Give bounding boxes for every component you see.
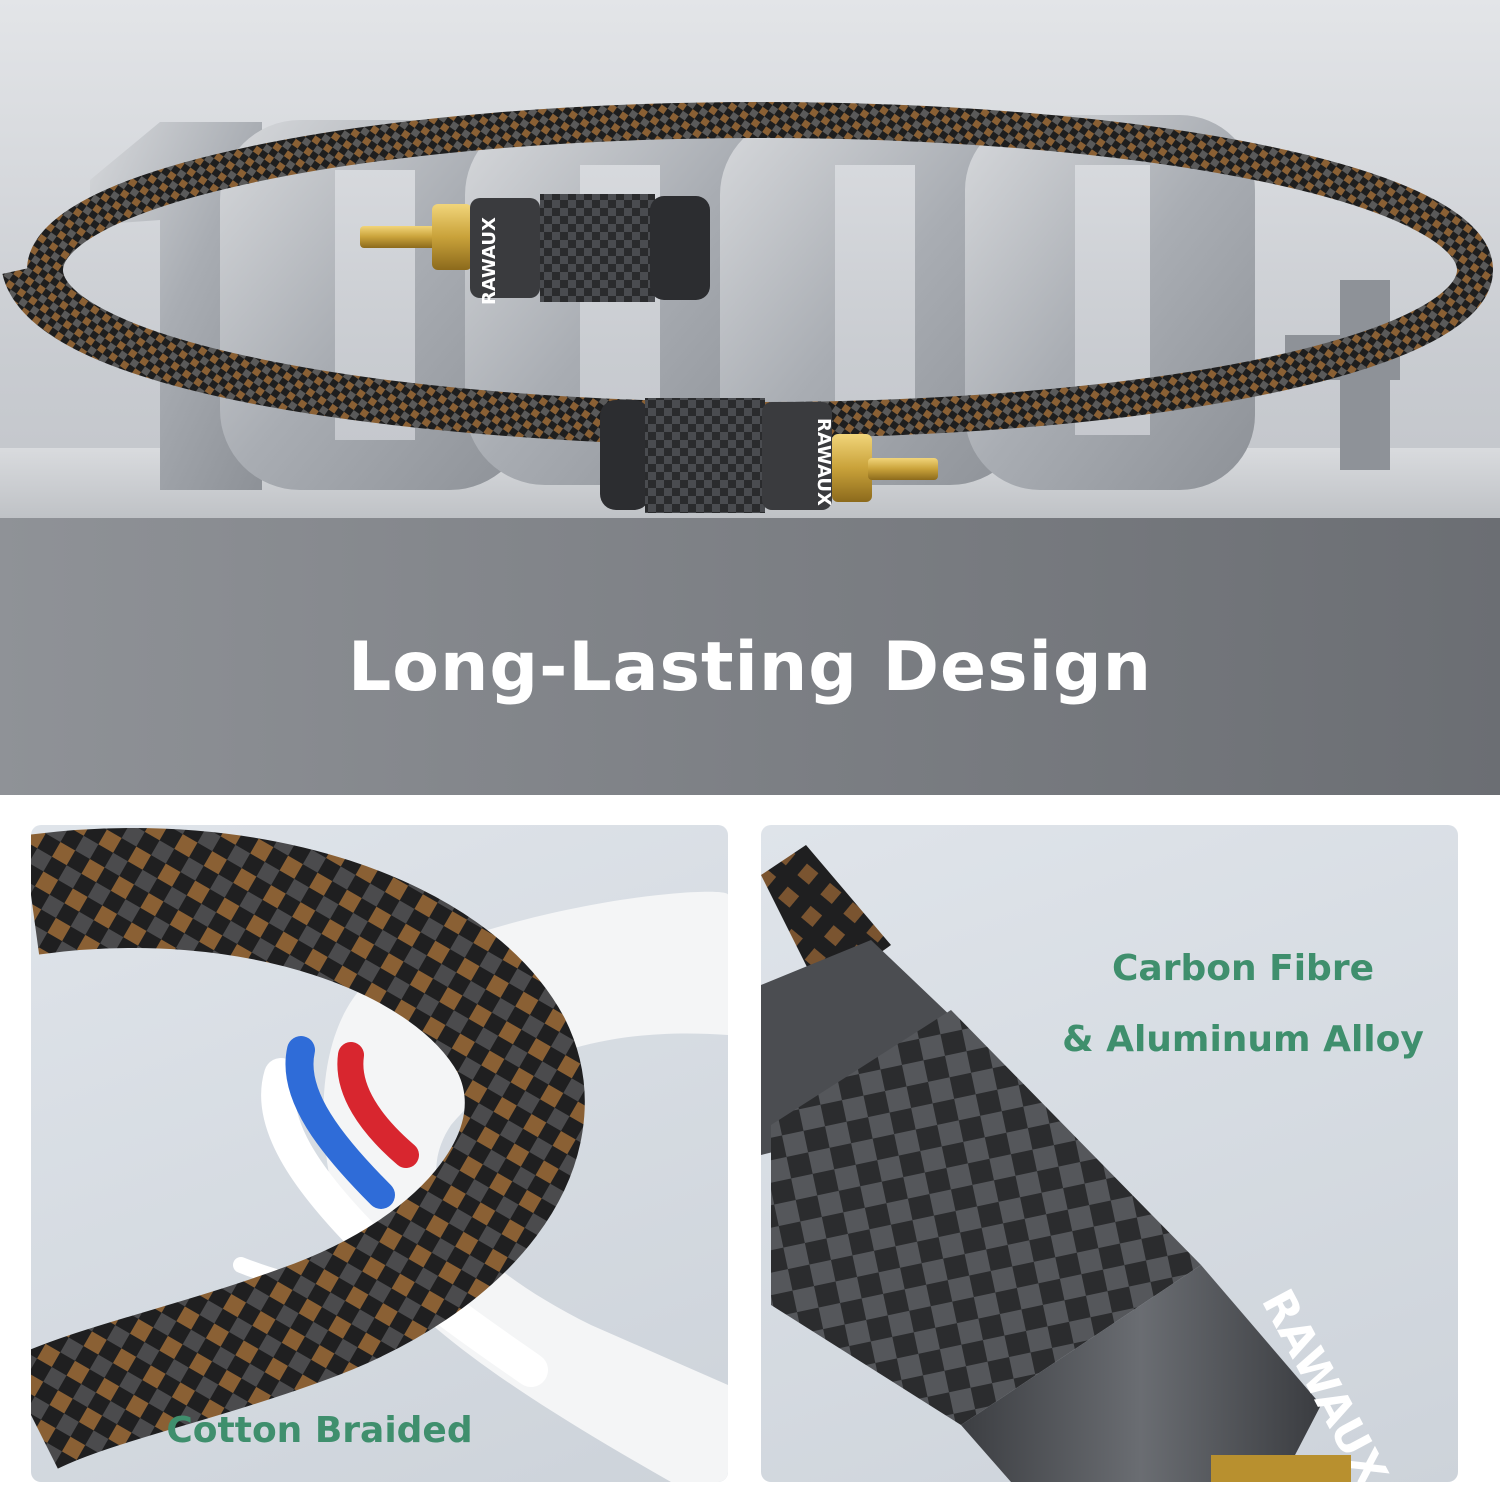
carbon-fibre-caption-line1: Carbon Fibre (1111, 948, 1374, 989)
hero-title: Long-Lasting Design (347, 628, 1153, 707)
carbon-fibre-caption: Carbon Fibre & Aluminum Alloy (1048, 933, 1438, 1075)
carbon-fibre-caption-line2: & Aluminum Alloy (1062, 1019, 1424, 1060)
connector-bottom: RAWAUX (600, 398, 938, 513)
cotton-braided-panel: Cotton Braided (31, 825, 728, 1482)
cotton-braided-caption: Cotton Braided (166, 1410, 473, 1451)
connector-closeup: RAWAUX (761, 845, 1397, 1482)
connector-top: RAWAUX (360, 194, 710, 305)
hero-section: RAWAUX RAWAUX Long-Lasting Design (0, 0, 1500, 795)
hero-illustration: RAWAUX RAWAUX (0, 102, 1500, 795)
svg-text:RAWAUX: RAWAUX (813, 418, 834, 506)
svg-text:RAWAUX: RAWAUX (479, 217, 500, 305)
carbon-fibre-panel: RAWAUX Carbon Fibre & Aluminum Alloy (761, 825, 1458, 1482)
braided-cable-closeup (31, 828, 728, 1482)
